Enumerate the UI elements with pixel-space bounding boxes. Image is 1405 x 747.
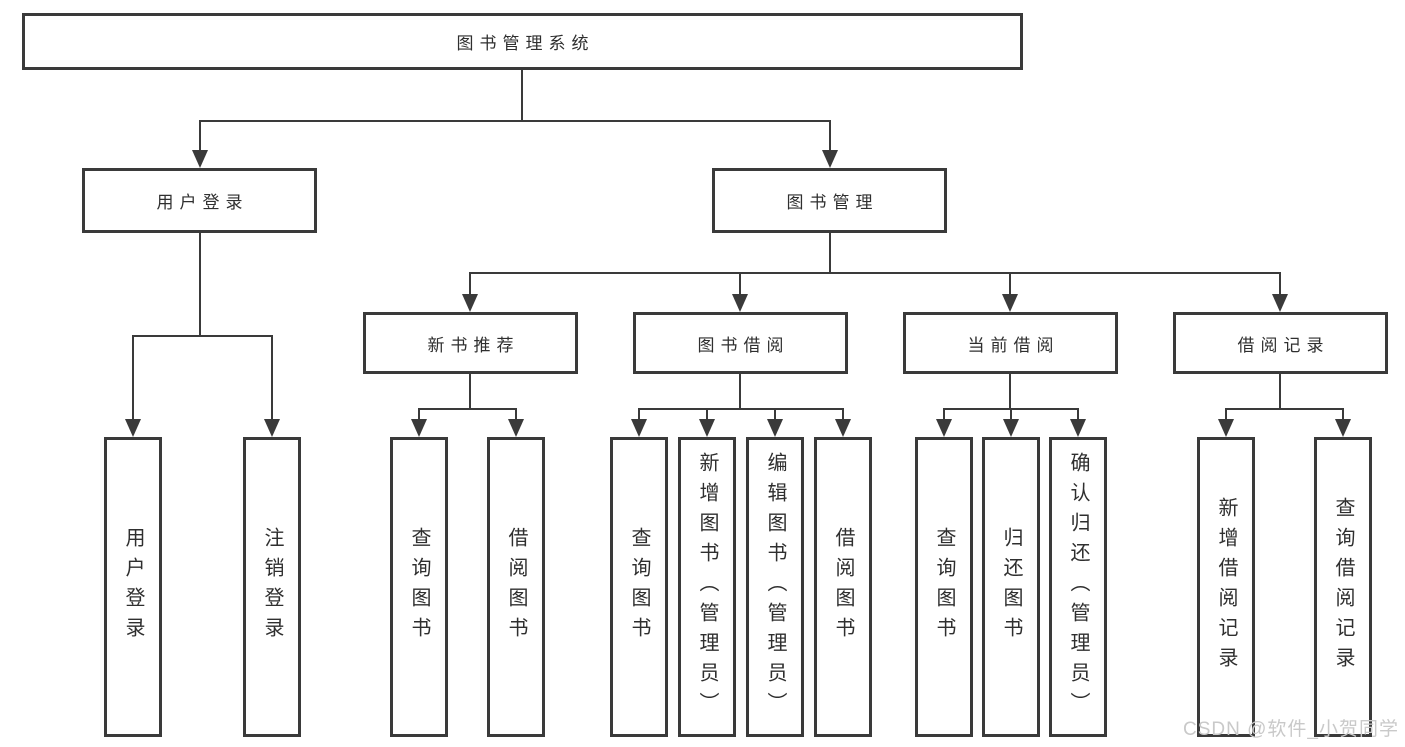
connector-user-login-rail	[132, 335, 273, 337]
node-current-borrowing: 当前借阅	[903, 312, 1118, 374]
leaf-edit-books-admin-label: 编辑图书（管理员）	[764, 452, 786, 722]
connector-drop	[706, 408, 708, 421]
connector-drop	[774, 408, 776, 421]
connector-rail	[638, 408, 844, 410]
leaf-logout-label: 注销登录	[261, 527, 283, 647]
leaf-borrow-books-label: 借阅图书	[832, 527, 854, 647]
arrow-down-icon	[732, 294, 748, 312]
node-new-book-recommendation-label: 新书推荐	[427, 335, 520, 355]
leaf-borrow-books-recommend: 借阅图书	[487, 437, 545, 737]
leaf-return-books-label: 归还图书	[1000, 527, 1022, 647]
arrow-down-icon	[125, 419, 141, 437]
leaf-query-books-borrowing-label: 查询图书	[628, 527, 650, 647]
leaf-query-borrow-record: 查询借阅记录	[1314, 437, 1372, 737]
connector-root-rail	[199, 120, 831, 122]
leaf-borrow-books-recommend-label: 借阅图书	[505, 527, 527, 647]
leaf-add-books-admin: 新增图书（管理员）	[678, 437, 736, 737]
leaf-query-books-recommend-label: 查询图书	[408, 527, 430, 647]
arrow-down-icon	[411, 419, 427, 437]
leaf-query-books-current: 查询图书	[915, 437, 973, 737]
connector-book-management-stem	[829, 233, 831, 272]
arrow-down-icon	[508, 419, 524, 437]
arrow-down-icon	[767, 419, 783, 437]
node-book-borrowing: 图书借阅	[633, 312, 848, 374]
node-current-borrowing-label: 当前借阅	[967, 335, 1060, 355]
leaf-query-books-recommend: 查询图书	[390, 437, 448, 737]
arrow-down-icon	[1272, 294, 1288, 312]
node-book-management-label: 图书管理	[786, 193, 879, 212]
connector-drop	[842, 408, 844, 421]
leaf-query-borrow-record-label: 查询借阅记录	[1332, 497, 1354, 677]
connector-drop	[1009, 272, 1011, 296]
connector-user-login-stem	[199, 233, 201, 335]
node-user-login: 用户登录	[82, 168, 317, 233]
connector-root-stem	[521, 70, 523, 120]
connector-stem	[1009, 374, 1011, 408]
leaf-return-books: 归还图书	[982, 437, 1040, 737]
connector-stem	[739, 374, 741, 408]
leaf-edit-books-admin: 编辑图书（管理员）	[746, 437, 804, 737]
connector-drop	[1342, 408, 1344, 421]
arrow-down-icon	[264, 419, 280, 437]
leaf-borrow-books: 借阅图书	[814, 437, 872, 737]
connector-rail	[1225, 408, 1344, 410]
connector-drop	[199, 120, 201, 152]
connector-drop	[739, 272, 741, 296]
leaf-user-login-label: 用户登录	[122, 527, 144, 647]
arrow-down-icon	[1218, 419, 1234, 437]
arrow-down-icon	[936, 419, 952, 437]
node-book-borrowing-label: 图书借阅	[697, 335, 790, 355]
connector-drop	[1279, 272, 1281, 296]
leaf-user-login: 用户登录	[104, 437, 162, 737]
connector-drop	[829, 120, 831, 152]
node-borrowing-records-label: 借阅记录	[1237, 335, 1330, 355]
connector-book-management-rail	[469, 272, 1281, 274]
arrow-down-icon	[835, 419, 851, 437]
leaf-add-borrow-record: 新增借阅记录	[1197, 437, 1255, 737]
node-library-management-system-label: 图书管理系统	[456, 34, 595, 53]
connector-drop	[418, 408, 420, 421]
connector-drop	[1225, 408, 1227, 421]
node-user-login-label: 用户登录	[156, 193, 249, 212]
arrow-down-icon	[192, 150, 208, 168]
arrow-down-icon	[462, 294, 478, 312]
arrow-down-icon	[822, 150, 838, 168]
connector-drop	[1077, 408, 1079, 421]
node-borrowing-records: 借阅记录	[1173, 312, 1388, 374]
arrow-down-icon	[1070, 419, 1086, 437]
node-new-book-recommendation: 新书推荐	[363, 312, 578, 374]
connector-drop	[638, 408, 640, 421]
arrow-down-icon	[631, 419, 647, 437]
leaf-confirm-return-admin-label: 确认归还（管理员）	[1067, 452, 1089, 722]
connector-rail	[418, 408, 517, 410]
leaf-add-books-admin-label: 新增图书（管理员）	[696, 452, 718, 722]
node-library-management-system: 图书管理系统	[22, 13, 1023, 70]
leaf-add-borrow-record-label: 新增借阅记录	[1215, 497, 1237, 677]
connector-drop	[271, 335, 273, 421]
connector-stem	[469, 374, 471, 408]
arrow-down-icon	[1003, 419, 1019, 437]
connector-drop	[469, 272, 471, 296]
connector-stem	[1279, 374, 1281, 408]
connector-drop	[1010, 408, 1012, 421]
leaf-confirm-return-admin: 确认归还（管理员）	[1049, 437, 1107, 737]
leaf-query-books-current-label: 查询图书	[933, 527, 955, 647]
arrow-down-icon	[1002, 294, 1018, 312]
connector-drop	[132, 335, 134, 421]
csdn-watermark: CSDN @软件_小贺同学	[1183, 719, 1399, 740]
connector-drop	[943, 408, 945, 421]
leaf-query-books-borrowing: 查询图书	[610, 437, 668, 737]
node-book-management: 图书管理	[712, 168, 947, 233]
connector-drop	[515, 408, 517, 421]
leaf-logout: 注销登录	[243, 437, 301, 737]
arrow-down-icon	[699, 419, 715, 437]
arrow-down-icon	[1335, 419, 1351, 437]
